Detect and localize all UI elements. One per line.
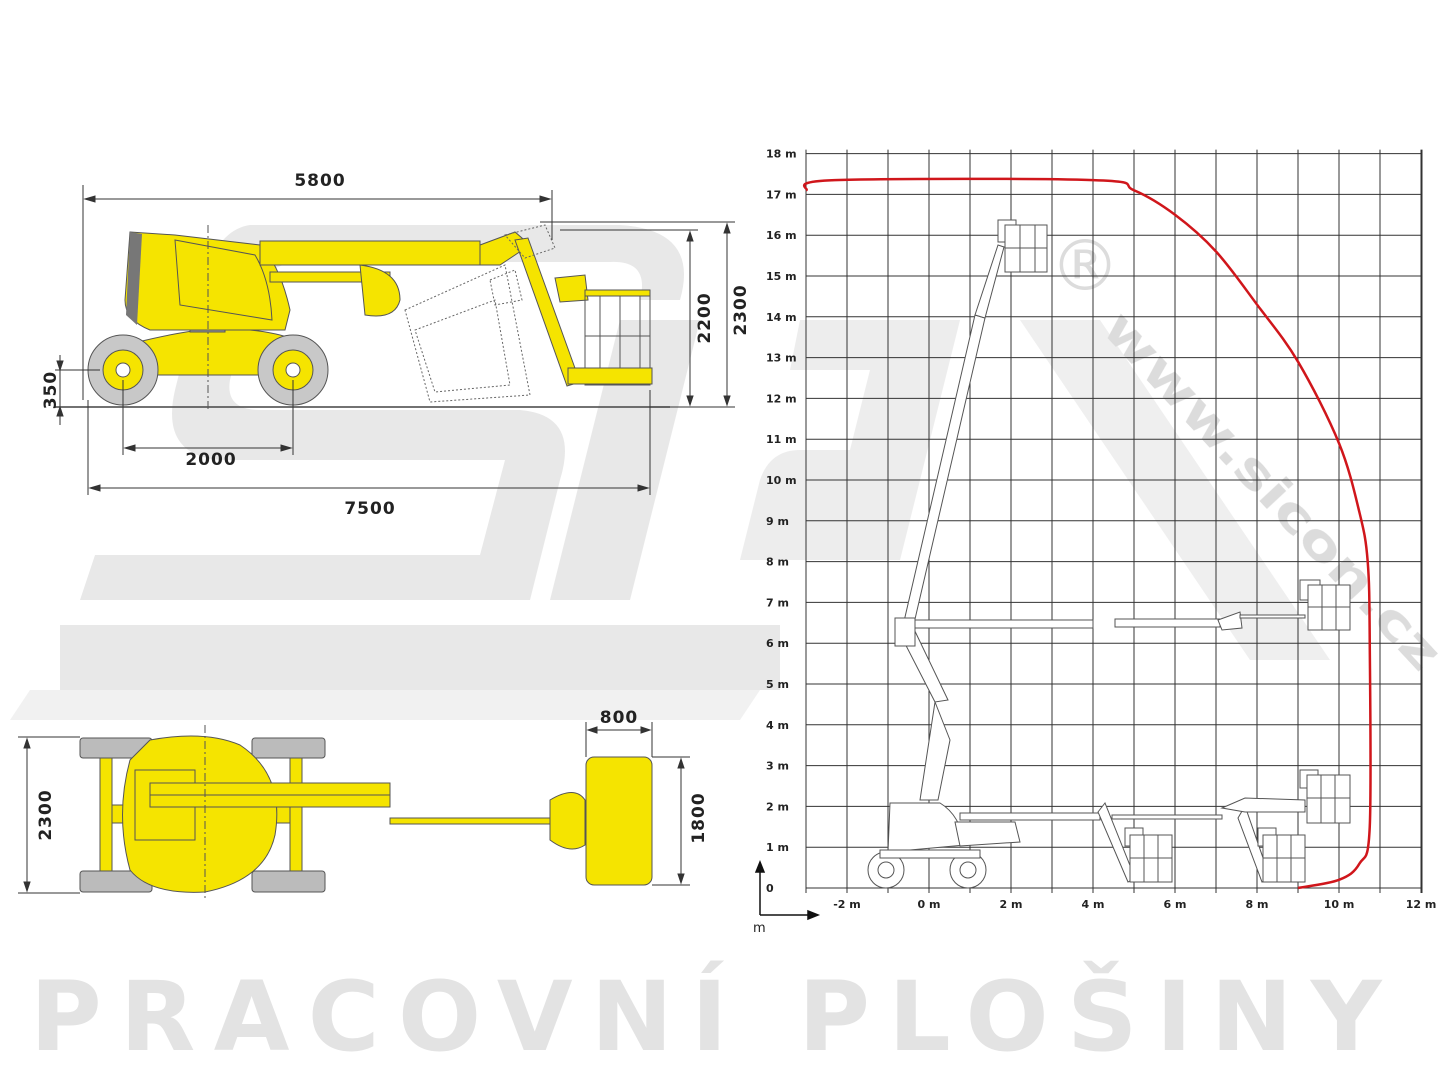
reach-envelope-curve — [802, 177, 1372, 890]
x-tick-label: 0 m — [918, 898, 941, 911]
x-tick-label: 2 m — [1000, 898, 1023, 911]
y-tick-label: 0 — [766, 882, 774, 895]
wheel-bottom-right — [251, 870, 326, 893]
dimension-2000 — [122, 380, 294, 455]
y-tick-label: 6 m — [766, 637, 789, 650]
cab-panel — [174, 239, 273, 321]
rear-wheel — [87, 334, 159, 406]
y-tick-label: 5 m — [766, 678, 789, 691]
y-tick-label: 15 m — [766, 270, 797, 283]
stowed-basket-outline — [404, 224, 556, 403]
x-tick-label: 10 m — [1324, 898, 1355, 911]
dim-label-350: 350 — [41, 371, 61, 410]
axis-ticks: -2 m 0 m 2 m 4 m 6 m 8 m 10 m 12 m 0 1 m 2 m 3 m 4 m… — [766, 148, 1436, 911]
x-tick-label: 6 m — [1164, 898, 1187, 911]
axis-arrows — [754, 859, 821, 921]
y-tick-label: 4 m — [766, 719, 789, 732]
dimension-2200 — [560, 229, 698, 407]
y-tick-label: 3 m — [766, 760, 789, 773]
dimension-2300 — [540, 221, 735, 408]
y-tick-label: 9 m — [766, 515, 789, 528]
y-tick-label: 16 m — [766, 229, 797, 242]
machine-positions — [867, 219, 1351, 889]
dim-label-800: 800 — [600, 708, 639, 728]
y-tick-label: 11 m — [766, 433, 797, 446]
chart-boom-max-height — [896, 219, 1048, 801]
axis-unit-label: m — [753, 921, 766, 936]
y-tick-label: 18 m — [766, 148, 797, 161]
dimension-800 — [585, 722, 653, 757]
wheel-top-right — [251, 737, 326, 759]
watermark-subtitle: PRACOVNÍ PLOŠINY — [30, 960, 1400, 1073]
dim-label-5800: 5800 — [294, 171, 345, 191]
turntable-top — [122, 735, 278, 893]
chart-vehicle — [867, 802, 1021, 889]
y-tick-label: 13 m — [766, 352, 797, 365]
x-tick-label: 4 m — [1082, 898, 1105, 911]
platform-top — [585, 756, 653, 886]
x-tick-label: 8 m — [1246, 898, 1269, 911]
y-tick-label: 7 m — [766, 596, 789, 609]
top-view-drawing: 800 1800 2300 — [18, 708, 709, 900]
dim-label-7500: 7500 — [344, 499, 395, 519]
dim-label-2300-width: 2300 — [36, 789, 56, 840]
dimension-350 — [55, 355, 100, 425]
rotator-top — [549, 792, 586, 850]
y-tick-label: 10 m — [766, 474, 797, 487]
y-tick-label: 17 m — [766, 188, 797, 201]
boom-pivot — [359, 264, 401, 317]
y-tick-label: 12 m — [766, 392, 797, 405]
dimension-5800 — [82, 185, 553, 400]
watermark-registered-mark: ® — [1050, 225, 1120, 307]
dimension-2300-width — [18, 736, 80, 894]
dimension-1800 — [652, 756, 690, 886]
dim-label-1800: 1800 — [689, 792, 709, 843]
y-tick-label: 2 m — [766, 800, 789, 813]
y-tick-label: 8 m — [766, 556, 789, 569]
working-envelope-chart: -2 m 0 m 2 m 4 m 6 m 8 m 10 m 12 m 0 1 m 2 m 3 m 4 m… — [753, 148, 1436, 936]
jib-top — [389, 817, 551, 825]
counterweight — [126, 232, 142, 325]
y-tick-label: 1 m — [766, 841, 789, 854]
dim-label-2000: 2000 — [185, 450, 236, 470]
dim-label-2300-height: 2300 — [731, 284, 751, 335]
x-tick-label: 12 m — [1406, 898, 1437, 911]
front-wheel — [257, 334, 329, 406]
y-tick-label: 14 m — [766, 311, 797, 324]
x-tick-label: -2 m — [833, 898, 861, 911]
chart-boom-max-outreach — [894, 579, 1351, 647]
upper-boom — [259, 240, 481, 266]
dimension-7500 — [87, 390, 651, 495]
side-view-drawing: 5800 — [41, 171, 751, 519]
platform-basket — [554, 274, 653, 386]
chart-boom-low-reach — [959, 769, 1351, 883]
dim-label-2200: 2200 — [695, 292, 715, 343]
